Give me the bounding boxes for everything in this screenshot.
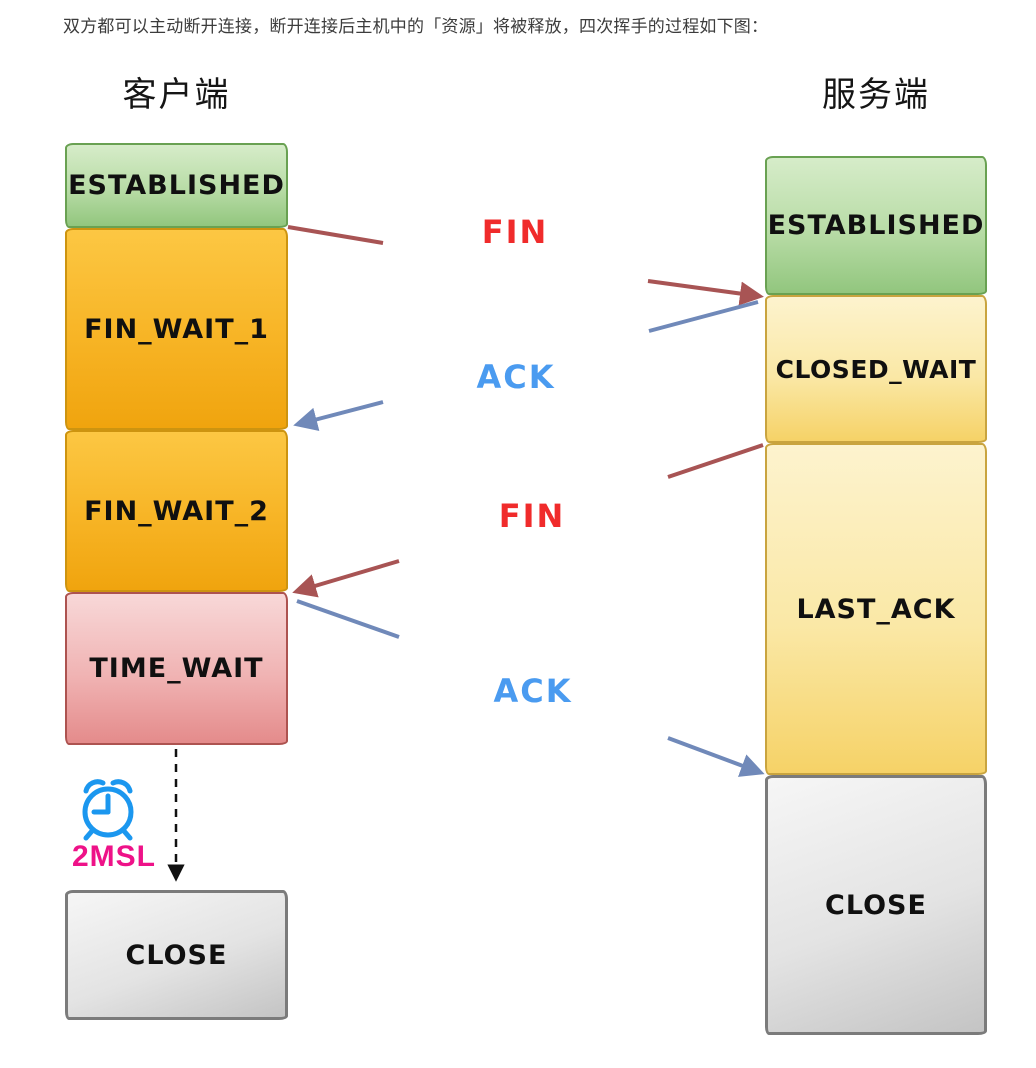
server-state-last-ack: LAST_ACK bbox=[765, 443, 987, 775]
state-label: CLOSE bbox=[825, 889, 927, 921]
state-label: ESTABLISHED bbox=[68, 170, 285, 201]
fin1-arrow-end-segment bbox=[647, 279, 764, 306]
client-column-title: 客户端 bbox=[122, 75, 231, 114]
alarm-clock-icon bbox=[82, 779, 134, 841]
state-label: FIN_WAIT_2 bbox=[84, 495, 269, 527]
server-state-closed-wait: CLOSED_WAIT bbox=[765, 295, 987, 443]
state-label: CLOSED_WAIT bbox=[775, 354, 977, 384]
intro-text: 双方都可以主动断开连接，断开连接后主机中的「资源」将被释放，四次挥手的过程如下图… bbox=[63, 17, 769, 36]
ack1-arrow-start-segment bbox=[648, 300, 759, 333]
message-label-ack-2: ACK bbox=[493, 672, 573, 710]
ack2-arrow-end-segment bbox=[667, 736, 765, 777]
server-state-close: CLOSE bbox=[765, 775, 987, 1035]
client-state-established: ESTABLISHED bbox=[65, 143, 288, 228]
state-label: CLOSE bbox=[125, 939, 228, 971]
state-label: FIN_WAIT_1 bbox=[84, 313, 269, 345]
state-label: TIME_WAIT bbox=[89, 653, 264, 684]
fin2-arrow-start-segment bbox=[667, 443, 764, 479]
message-label-ack-1: ACK bbox=[476, 358, 556, 396]
client-state-fin-wait-1: FIN_WAIT_1 bbox=[65, 228, 288, 430]
client-state-fin-wait-2: FIN_WAIT_2 bbox=[65, 430, 288, 592]
server-state-established: ESTABLISHED bbox=[765, 156, 987, 295]
ack2-arrow-start-segment bbox=[296, 599, 400, 639]
ack1-arrow-end-segment bbox=[293, 400, 384, 432]
timer-2msl-label: 2MSL bbox=[71, 840, 156, 873]
state-label: ESTABLISHED bbox=[767, 210, 985, 241]
message-label-fin-1: FIN bbox=[481, 213, 549, 251]
client-state-close: CLOSE bbox=[65, 890, 288, 1020]
client-state-time-wait: TIME_WAIT bbox=[65, 592, 288, 745]
fin2-arrow-end-segment bbox=[292, 559, 400, 598]
state-label: LAST_ACK bbox=[796, 593, 956, 625]
server-column-title: 服务端 bbox=[822, 75, 930, 114]
message-label-fin-2: FIN bbox=[498, 497, 566, 535]
fin1-arrow-start-segment bbox=[287, 225, 384, 245]
